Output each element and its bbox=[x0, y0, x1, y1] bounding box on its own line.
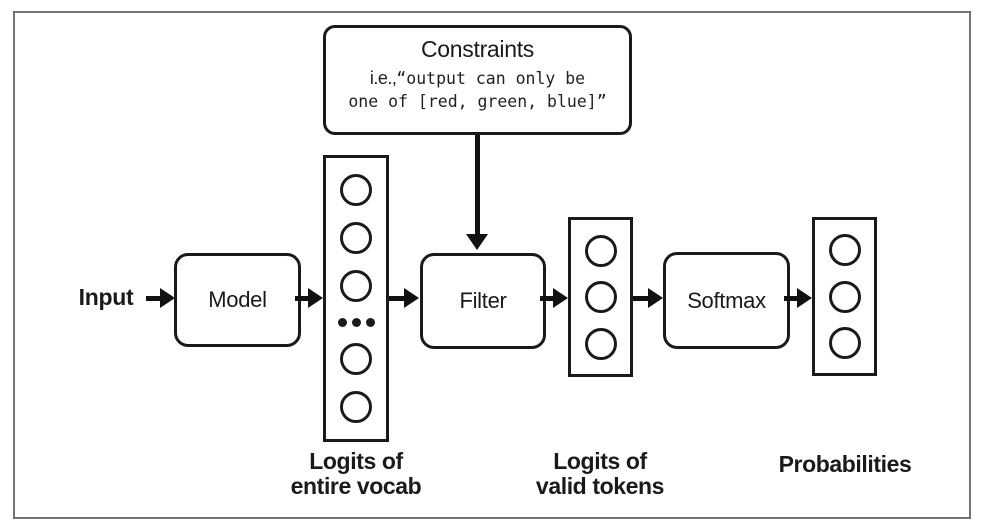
arrow-constraints-to-filter bbox=[475, 135, 480, 235]
logit-node bbox=[340, 174, 372, 206]
softmax-box: Softmax bbox=[663, 252, 790, 349]
arrow-filter-to-valid-logits bbox=[540, 296, 554, 301]
logit-node bbox=[340, 343, 372, 375]
caption-probabilities: Probabilities bbox=[778, 451, 912, 477]
caption-vocab-logits-line1: Logits of bbox=[309, 448, 403, 474]
logit-node bbox=[584, 234, 617, 267]
constraints-example-line1: i.e.,“output can only be bbox=[326, 67, 629, 90]
probability-node bbox=[828, 234, 861, 267]
probabilities-column bbox=[812, 217, 877, 376]
model-box: Model bbox=[174, 253, 301, 347]
softmax-label: Softmax bbox=[687, 287, 766, 313]
caption-valid-logits: Logits of valid tokens bbox=[510, 449, 690, 499]
model-label: Model bbox=[208, 287, 267, 312]
caption-vocab-logits: Logits of entire vocab bbox=[266, 449, 446, 499]
filter-label: Filter bbox=[459, 288, 507, 313]
constraints-title: Constraints bbox=[420, 36, 535, 62]
arrowhead-right-icon bbox=[553, 288, 568, 308]
arrowhead-right-icon bbox=[797, 288, 812, 308]
logit-node bbox=[340, 391, 372, 423]
constraints-example-line1-mono: “output can only be bbox=[396, 69, 586, 88]
ellipsis-icon bbox=[337, 318, 375, 327]
input-label: Input bbox=[78, 284, 134, 310]
dot bbox=[365, 318, 375, 327]
filter-box: Filter bbox=[420, 253, 546, 349]
arrowhead-right-icon bbox=[404, 288, 419, 308]
caption-valid-logits-line1: Logits of bbox=[553, 448, 647, 474]
arrowhead-down-icon bbox=[466, 234, 488, 250]
arrowhead-right-icon bbox=[648, 288, 663, 308]
logit-node bbox=[584, 327, 617, 360]
constraints-box: Constraints i.e.,“output can only be one… bbox=[323, 25, 632, 135]
probability-node bbox=[828, 280, 861, 313]
arrowhead-right-icon bbox=[160, 288, 175, 308]
arrowhead-right-icon bbox=[308, 288, 323, 308]
valid-logits-column bbox=[568, 217, 633, 377]
arrow-softmax-to-probabilities bbox=[784, 296, 798, 301]
logit-node bbox=[584, 281, 617, 313]
arrow-input-to-model bbox=[146, 296, 162, 301]
arrow-model-to-vocab-logits bbox=[295, 296, 310, 301]
caption-vocab-logits-line2: entire vocab bbox=[290, 473, 422, 499]
arrow-vocab-logits-to-filter bbox=[389, 296, 405, 301]
constraints-example-line2: one of [red, green, blue]” bbox=[348, 92, 607, 111]
logit-node bbox=[340, 222, 372, 254]
caption-valid-logits-line2: valid tokens bbox=[535, 473, 665, 499]
arrow-valid-logits-to-softmax bbox=[633, 296, 649, 301]
logit-node bbox=[340, 270, 372, 302]
probability-node bbox=[828, 326, 861, 359]
dot bbox=[351, 318, 361, 327]
constraints-example-prefix: i.e., bbox=[369, 68, 397, 88]
dot bbox=[337, 318, 347, 327]
vocab-logits-column bbox=[323, 155, 389, 442]
